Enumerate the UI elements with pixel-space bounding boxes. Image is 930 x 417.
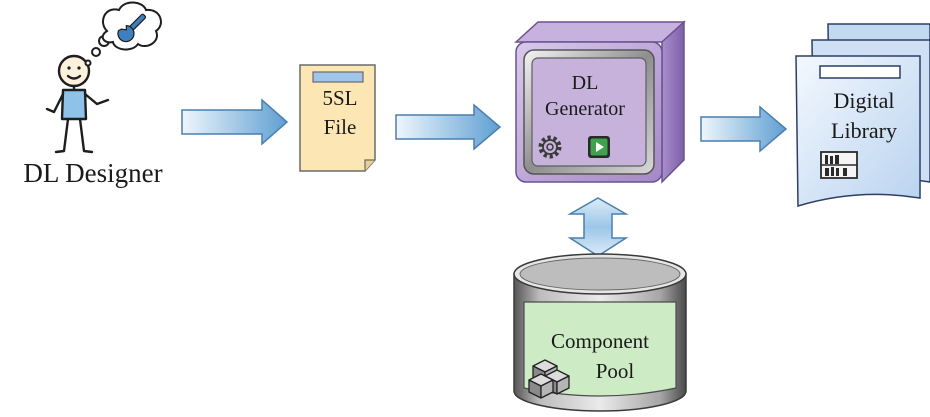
arrow-file-to-generator bbox=[395, 103, 502, 151]
library-stack bbox=[795, 23, 930, 208]
designer-figure bbox=[45, 54, 110, 154]
library-label-line1: Digital bbox=[833, 88, 895, 113]
library-label-line2: Library bbox=[831, 118, 897, 143]
arrow-generator-pool bbox=[567, 197, 629, 257]
bookshelf-icon bbox=[820, 151, 858, 179]
spec-file-icon bbox=[299, 64, 376, 172]
pool-label-line1: Component bbox=[551, 329, 649, 353]
designer-label: DL Designer bbox=[23, 158, 163, 188]
generator-label-line1: DL bbox=[571, 72, 599, 94]
generator-label-line2: Generator bbox=[545, 98, 625, 120]
boxes-icon bbox=[528, 359, 570, 399]
spec-file-label-line2: File bbox=[323, 115, 357, 139]
pool-label-line2: Pool bbox=[595, 359, 635, 383]
generator-box bbox=[514, 20, 686, 184]
arrow-designer-to-file bbox=[181, 98, 289, 146]
arrow-generator-to-library bbox=[700, 105, 788, 153]
spec-file-label-line1: 5SL bbox=[322, 86, 358, 110]
wrench-icon bbox=[117, 13, 147, 43]
gear-icon bbox=[538, 135, 562, 159]
play-icon bbox=[588, 136, 610, 158]
